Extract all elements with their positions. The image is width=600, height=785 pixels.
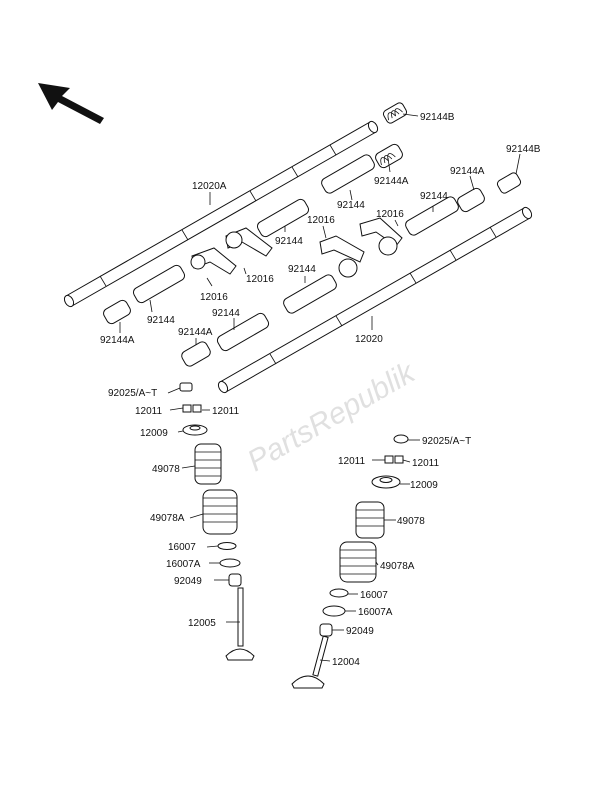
label-92144-b: 92144 — [275, 236, 303, 247]
label-92144A-d: 92144A — [178, 327, 213, 338]
spring-92144-b — [256, 198, 310, 238]
label-92025-left: 92025/A~T — [108, 388, 157, 399]
spring-49078A-left — [202, 489, 238, 535]
valve-12004 — [291, 635, 329, 689]
spring-92144A-c — [103, 299, 131, 325]
label-92144A-c: 92144A — [100, 335, 135, 346]
label-92144-d: 92144 — [147, 315, 175, 326]
rocker-arm-12016-a — [190, 247, 237, 275]
label-92025-right: 92025/A~T — [422, 436, 471, 447]
spring-92144B-top — [382, 102, 408, 124]
label-12011-left-b: 12011 — [212, 406, 240, 417]
direction-arrow-icon — [38, 83, 104, 124]
spring-92144-e — [283, 274, 337, 314]
label-12009-right: 12009 — [410, 480, 438, 491]
label-16007A-right: 16007A — [358, 607, 393, 618]
label-92144-c: 92144 — [420, 191, 448, 202]
label-92049-right: 92049 — [346, 626, 374, 637]
label-92049-left: 92049 — [174, 576, 202, 587]
label-92144B-top: 92144B — [420, 112, 455, 123]
label-49078-right: 49078 — [397, 516, 425, 527]
seat-16007A-right — [322, 605, 346, 617]
seal-92049-left — [228, 573, 242, 587]
label-12016-b: 12016 — [246, 274, 274, 285]
camshaft-12020A — [63, 120, 379, 308]
spring-92144B-right — [496, 172, 522, 194]
spring-92144A-a — [375, 143, 403, 169]
spring-92144A-d — [181, 341, 211, 367]
label-12009-left: 12009 — [140, 428, 168, 439]
leader-lines — [119, 113, 521, 662]
spring-92144-c — [405, 196, 459, 236]
shim-92025-left — [179, 382, 193, 392]
label-12005: 12005 — [188, 618, 216, 629]
label-12016-d: 12016 — [376, 209, 404, 220]
label-49078-left: 49078 — [152, 464, 180, 475]
spring-92144-d — [132, 264, 186, 304]
rocker-arm-12016-d — [359, 217, 403, 256]
spring-49078A-right — [339, 541, 377, 583]
label-49078A-left: 49078A — [150, 513, 185, 524]
spring-92144-f — [216, 312, 270, 352]
spring-92144A-b — [457, 187, 485, 213]
spring-49078-right — [355, 501, 385, 539]
retainer-12009-right — [371, 475, 401, 489]
seat-16007-right — [329, 588, 349, 598]
label-12016-c: 12016 — [307, 215, 335, 226]
label-16007-right: 16007 — [360, 590, 388, 601]
label-12016-a: 12016 — [200, 292, 228, 303]
label-16007A-left: 16007A — [166, 559, 201, 570]
label-49078A-right: 49078A — [380, 561, 415, 572]
spring-92144-a — [321, 154, 375, 194]
label-12020: 12020 — [355, 334, 383, 345]
label-92144B-right: 92144B — [506, 144, 541, 155]
label-12011-left-a: 12011 — [135, 406, 163, 417]
seat-16007-left — [217, 542, 237, 550]
label-92144A-a: 92144A — [374, 176, 409, 187]
label-12011-right-b: 12011 — [412, 458, 440, 469]
cotter-12011-left — [182, 404, 202, 413]
label-12004: 12004 — [332, 657, 360, 668]
rocker-arm-12016-b — [225, 227, 273, 257]
label-92144-a: 92144 — [337, 200, 365, 211]
label-92144-e: 92144 — [288, 264, 316, 275]
label-12011-right-a: 12011 — [338, 456, 366, 467]
spring-49078-left — [194, 443, 222, 485]
label-12020A: 12020A — [192, 181, 227, 192]
retainer-12009-left — [182, 424, 208, 436]
seat-16007A-left — [219, 558, 241, 568]
valve-12005 — [225, 587, 255, 661]
label-16007-left: 16007 — [168, 542, 196, 553]
cotter-12011-right — [384, 455, 404, 464]
rocker-arm-12016-c — [319, 235, 365, 278]
seal-92049-right — [319, 623, 333, 637]
label-92144A-b: 92144A — [450, 166, 485, 177]
shim-92025-right — [393, 434, 409, 444]
label-92144-f: 92144 — [212, 308, 240, 319]
camshaft-12020 — [217, 206, 533, 394]
